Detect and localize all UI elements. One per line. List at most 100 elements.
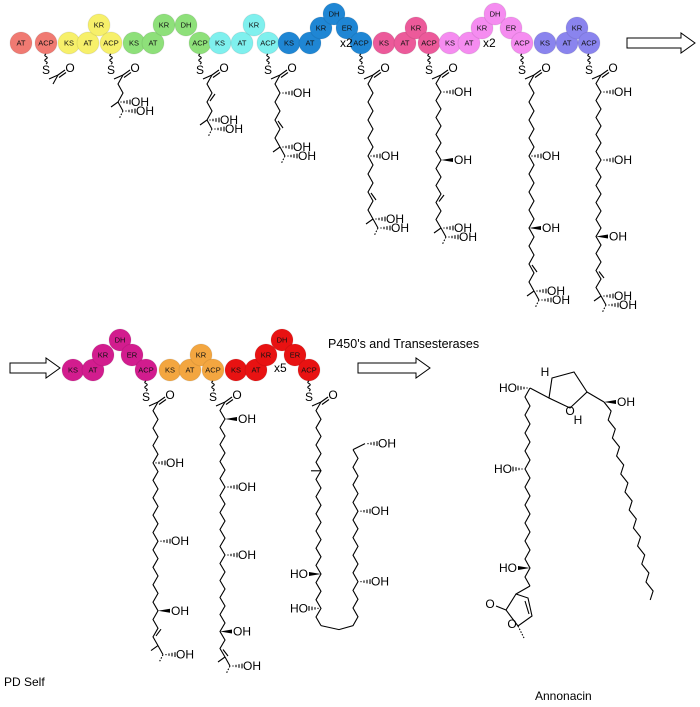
hydroxyl-group: OH: [386, 212, 404, 226]
domain-label: AT: [237, 39, 246, 48]
hydroxyl-group: OH: [166, 456, 184, 470]
domain-label: KR: [316, 24, 327, 33]
terminal-bond: [117, 101, 124, 112]
domain-label: AT: [464, 39, 473, 48]
domain-acp-m7: ACP: [577, 31, 601, 55]
wedge-bond: [220, 629, 232, 634]
domain-at-m2: AT: [141, 31, 165, 55]
sulfur-atom: S: [42, 63, 50, 77]
wedge-bond: [518, 566, 530, 570]
c-o-bond-double: [212, 72, 221, 78]
domain-label: ACP: [192, 39, 207, 48]
c-s-bond: [148, 401, 159, 407]
domain-label: KS: [445, 39, 455, 48]
alkene-double-bond: [438, 194, 445, 202]
hydroxyl-group: OH: [220, 113, 238, 127]
domain-label: AT: [16, 39, 25, 48]
terminal-bond: [440, 227, 447, 238]
wedge-bond: [225, 417, 237, 421]
terminal-bond: [224, 656, 231, 667]
butenolide-ring: [505, 593, 533, 627]
domain-acp-m10: ACP: [297, 358, 321, 382]
arrow-layer: [9, 32, 696, 379]
c-s-bond: [215, 401, 226, 407]
sulfur-atom: S: [142, 390, 150, 404]
carbon-chain: [206, 74, 213, 121]
c-o-bond: [440, 69, 449, 76]
domain-kr-m1: KR: [87, 13, 111, 37]
domain-circle: [120, 343, 144, 367]
methyl-terminal: [207, 128, 213, 138]
repeat-x2-label-1: x2: [340, 36, 353, 50]
domain-ks-m5: KS: [372, 31, 396, 55]
hydroxyl-group: OH: [171, 534, 189, 548]
domain-kr-m6: KR: [470, 16, 494, 40]
domain-label: KS: [379, 39, 389, 48]
carbon-chain: [117, 74, 124, 103]
methyl-branch: [110, 101, 119, 108]
domain-label: DH: [490, 10, 501, 19]
domain-er-m10: ER: [283, 343, 307, 367]
domain-dh-m6: DH: [483, 2, 507, 26]
domain-label: KS: [64, 39, 74, 48]
domain-label: DH: [329, 10, 340, 19]
carbon-chain: [315, 401, 322, 626]
alkene-double-bond: [209, 93, 216, 102]
hydroxyl-group: OH: [617, 395, 635, 409]
lactone-methyl: [517, 625, 525, 639]
hydroxyl-group: OH: [176, 648, 194, 662]
domain-label: ACP: [514, 39, 529, 48]
domain-kr-m5: KR: [404, 16, 428, 40]
carbonyl-oxygen: O: [380, 61, 389, 75]
c-o-bond: [600, 69, 609, 76]
c-o-bond-double: [123, 72, 132, 78]
hydroxyl-group: OH: [459, 230, 477, 244]
macrocycle-return-chain: [320, 449, 359, 631]
terminal-bond: [157, 645, 164, 655]
domain-dh-m4: DH: [322, 2, 346, 26]
alkene-double-bond: [222, 649, 229, 657]
acp-linker: [307, 380, 311, 392]
c-s-bond: [524, 74, 535, 80]
hydroxyl-group: OH: [381, 149, 399, 163]
domain-dh-m2: DH: [174, 13, 198, 37]
carbon-chain: [435, 74, 442, 229]
domain-circle: [270, 328, 294, 352]
hydroxyl-group: HO: [290, 567, 308, 581]
wedge-bond: [596, 234, 608, 239]
sulfur-atom: S: [425, 63, 433, 77]
acp-linker: [109, 53, 113, 65]
domain-label: ACP: [38, 39, 53, 48]
c-s-bond: [48, 74, 59, 80]
hydroxyl-group: OH: [542, 221, 560, 235]
sulfur-atom: S: [305, 390, 313, 404]
domain-kr-m3: KR: [242, 13, 266, 37]
alkene-double-bond: [598, 271, 605, 279]
hydroxyl-group: OH: [552, 293, 570, 307]
annonacin-label: Annonacin: [535, 689, 592, 703]
alkene-double-bond: [370, 192, 377, 201]
domain-circle: [87, 13, 111, 37]
hydroxyl-group: OH: [454, 153, 472, 167]
domain-label: ACP: [353, 39, 368, 48]
methyl-branch: [433, 227, 442, 234]
hydroxyl-group: OH: [293, 140, 311, 154]
domain-label: KR: [261, 351, 272, 360]
sulfur-atom: S: [107, 63, 115, 77]
label-layer: x2 x2 x5 P450's and Transesterases PD Se…: [4, 36, 592, 703]
methyl-terminal: [118, 110, 124, 120]
c-o-bond-double: [441, 72, 450, 78]
methyl-branch: [365, 218, 374, 225]
methyl-terminal: [280, 155, 286, 165]
hydroxyl-group: OH: [542, 149, 560, 163]
domain-kr-m8: KR: [91, 343, 115, 367]
hydroxyl-group: OH: [454, 221, 472, 235]
domain-ks-m8: KS: [61, 358, 85, 382]
acp-linker: [44, 53, 48, 65]
alkene-double-bond: [155, 628, 162, 637]
domain-circle: [254, 343, 278, 367]
sulfur-atom: S: [196, 63, 204, 77]
